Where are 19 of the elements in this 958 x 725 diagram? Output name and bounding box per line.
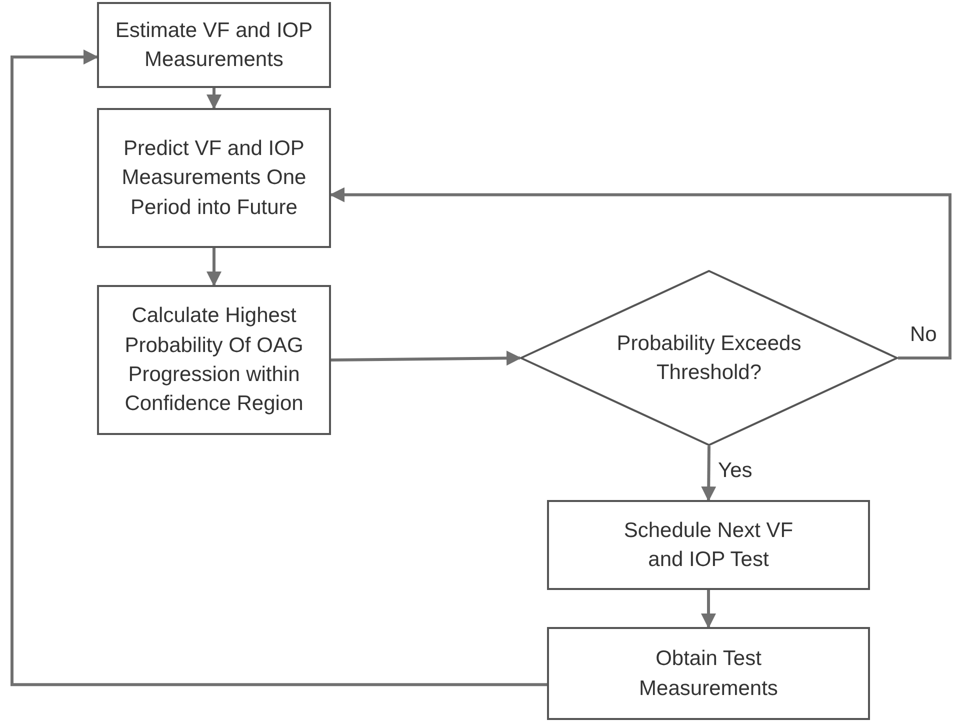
arrow xyxy=(701,590,716,628)
decision-diamond xyxy=(520,270,898,446)
process-box xyxy=(547,627,870,720)
node-text: Estimate VF and IOP Measurements xyxy=(114,18,314,73)
arrow xyxy=(701,446,716,502)
node-text: Schedule Next VF and IOP Test xyxy=(622,518,794,573)
arrow xyxy=(206,248,222,286)
node-text: Probability Exceeds Threshold? xyxy=(616,330,802,386)
arrow xyxy=(206,88,222,110)
process-box xyxy=(547,500,870,590)
process-box xyxy=(97,285,331,435)
process-box xyxy=(97,108,331,248)
arrow xyxy=(330,350,522,366)
process-box xyxy=(97,2,331,88)
arrow xyxy=(330,187,952,360)
node-text: Predict VF and IOP Measurements One Period into Future xyxy=(120,136,308,221)
arrow xyxy=(10,50,547,686)
node-text: Obtain Test Measurements xyxy=(638,646,779,702)
node-text: Calculate Highest Probability Of OAG Progression within Confidence Region xyxy=(124,303,304,418)
